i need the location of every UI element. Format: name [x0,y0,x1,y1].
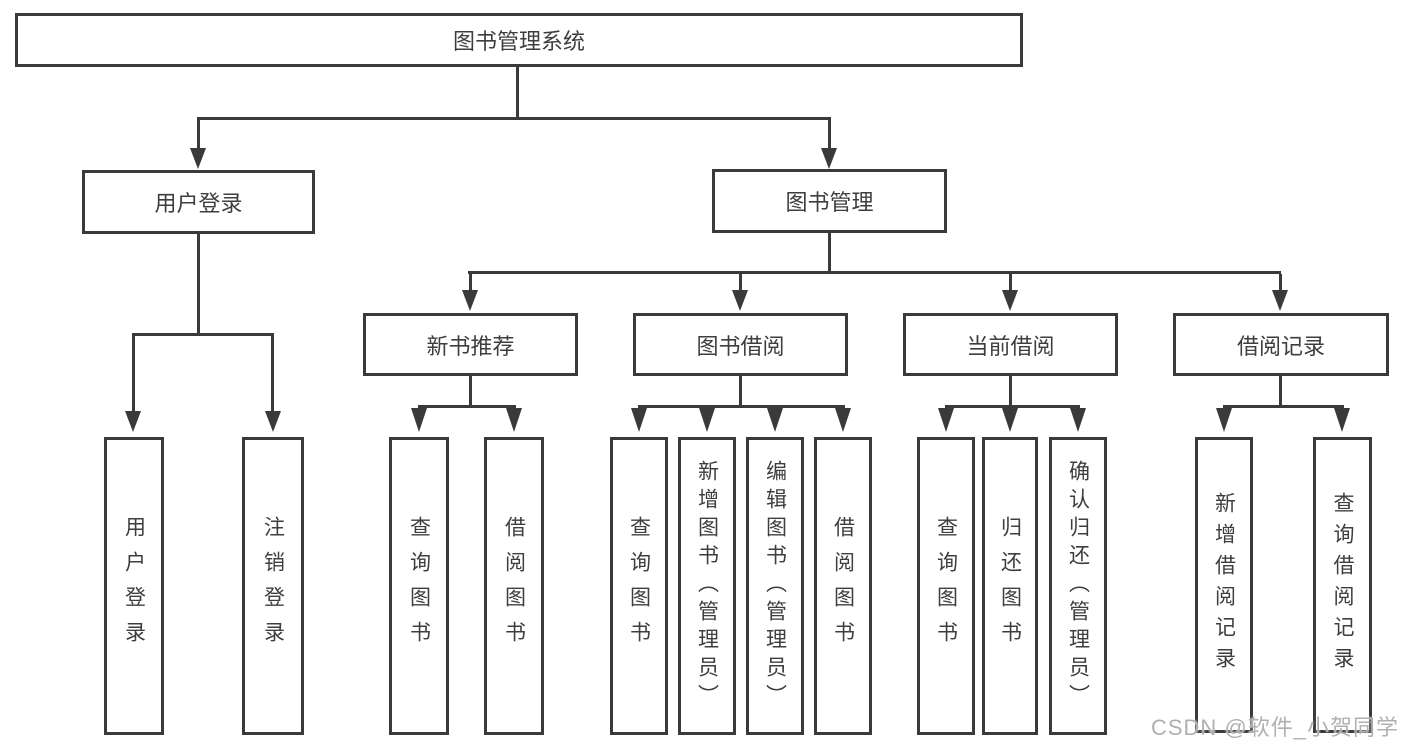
node-user-login: 用户登录 [82,170,315,234]
arrow-down-icon [732,290,748,311]
arrow-down-icon [1070,408,1086,432]
leaf-user-login: 用户登录 [104,437,164,735]
leaf-borrow-books: 借阅图书 [814,437,872,735]
arrow-down-icon [938,408,954,432]
arrow-down-icon [265,411,281,432]
csdn-watermark: CSDN @软件_小贺同学 [1150,715,1399,740]
arrow-down-icon [1002,290,1018,311]
leaf-logout: 注销登录 [242,437,304,735]
node-book-management: 图书管理 [712,169,947,233]
leaf-query-books-borrow: 查询图书 [610,437,668,735]
arrow-down-icon [1002,408,1018,432]
connector-current-stem [1009,374,1012,408]
connector-records-stem [1279,374,1282,408]
node-new-book-recommend: 新书推荐 [363,313,578,376]
node-current-borrow: 当前借阅 [903,313,1118,376]
leaf-confirm-return-admin: 确认归还（管理员） [1049,437,1107,735]
connector-recommend-bus [418,405,516,408]
leaf-query-books-current: 查询图书 [917,437,975,735]
connector-user-login-drop [197,119,200,149]
leaf-return-book: 归还图书 [982,437,1038,735]
node-borrow-records: 借阅记录 [1173,313,1389,376]
connector-book-mgmt-stem [828,233,831,274]
leaf-add-borrow-record: 新增借阅记录 [1195,437,1253,733]
connector-leaf-drop [271,335,274,412]
arrow-down-icon [506,408,522,432]
connector-records-bus [1223,405,1344,408]
connector-root-stem [516,67,519,119]
node-root: 图书管理系统 [15,13,1023,67]
connector-level2-bus [197,117,831,120]
leaf-query-borrow-record: 查询借阅记录 [1313,437,1372,733]
arrow-down-icon [411,408,427,432]
arrow-down-icon [821,148,837,169]
arrow-down-icon [1216,408,1232,432]
arrow-down-icon [462,290,478,311]
connector-level3-bus [468,271,1281,274]
leaf-borrow-books-recommend: 借阅图书 [484,437,544,735]
connector-current-bus [945,405,1080,408]
node-book-borrow: 图书借阅 [633,313,848,376]
leaf-edit-book-admin: 编辑图书（管理员） [746,437,804,735]
arrow-down-icon [1272,290,1288,311]
connector-section-drop [469,274,472,291]
arrow-down-icon [631,408,647,432]
arrow-down-icon [835,408,851,432]
leaf-query-books-recommend: 查询图书 [389,437,449,735]
connector-section-drop [739,274,742,291]
connector-recommend-stem [469,374,472,408]
connector-book-mgmt-drop [828,119,831,149]
arrow-down-icon [699,408,715,432]
connector-borrow-bus [638,405,845,408]
arrow-down-icon [767,408,783,432]
leaf-add-book-admin: 新增图书（管理员） [678,437,736,735]
connector-borrow-stem [739,374,742,408]
connector-leaf-drop [132,335,135,412]
connector-user-login-bus [132,333,274,336]
arrow-down-icon [190,148,206,169]
connector-user-login-stem [197,233,200,335]
connector-section-drop [1009,274,1012,291]
arrow-down-icon [125,411,141,432]
arrow-down-icon [1334,408,1350,432]
connector-section-drop [1279,274,1282,291]
